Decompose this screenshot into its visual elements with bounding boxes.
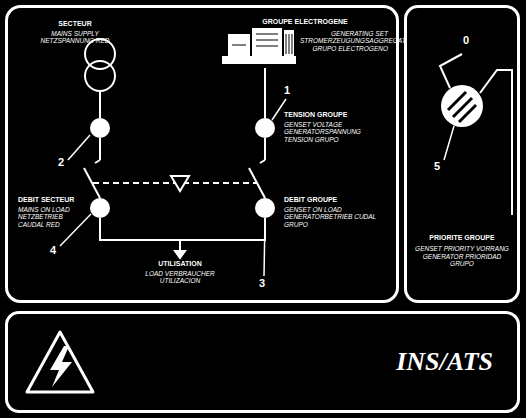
indicator-lamp [255,198,275,218]
priority-selector [440,54,512,215]
genset-wire [264,138,266,160]
generator-icon [222,28,296,64]
leader-line [60,214,91,246]
callout-number: 1 [284,84,296,97]
mains-wire [99,138,101,160]
selector-position-line [440,54,462,88]
switch-contact [260,160,265,163]
generator-base [222,56,296,64]
interlock-triangle [171,176,189,191]
selector-bracket [480,70,512,215]
text-holder: PRIORITE GROUPE GENSET PRIORITY VORRANG G… [411,234,513,267]
load-busbar [100,218,265,240]
generator-alternator [228,34,250,56]
heading-label: UTILISATION [135,260,225,268]
heading-label: DEBIT GROUPE [284,196,384,204]
warning-triangle [27,332,93,392]
transformer-coil [85,61,115,91]
callout-number: 5 [434,160,446,173]
sub-label: GENSET ON LOAD GENERATORBETRIEB CUDAL GR… [284,206,384,228]
mains-wire [99,91,101,118]
sub-label: LOAD VERBRAUCHER UTILIZACION [140,270,220,285]
leader-line [272,99,286,120]
heading-label: TENSION GROUPE [284,111,384,119]
indicator-lamp [90,118,110,138]
callout-number: 0 [463,34,475,47]
generator-engine [252,28,282,56]
genset-wire [264,68,266,118]
priority-panel: PRIORITE GROUPE GENSET PRIORITY VORRANG G… [404,5,520,303]
indicator-lamp [255,118,275,138]
title-panel: INS/ATS [5,311,520,413]
heading-label: PRIORITE GROUPE [411,234,513,242]
sub-label: GENSET VOLTAGE GENERATORSPANNUNG TENSION… [284,121,384,143]
callout-number: 2 [58,156,70,169]
callout-number: 4 [50,244,62,257]
leader-line [264,219,265,276]
lightning-bolt [50,346,72,387]
warning-symbol [27,332,93,392]
rotary-switch [441,85,483,127]
leader-line [444,126,454,160]
main-panel [7,7,398,302]
text-holder: INS/ATS [396,314,493,410]
single-line-diagram [60,39,286,276]
switch-contact [95,160,100,163]
heading-label: DEBIT SECTEUR [18,196,88,204]
sub-label: GENERATING SET STROMERZEUGUNGSAGGREGAT G… [300,30,388,52]
generator-radiator [284,30,294,56]
sub-label: GENSET PRIORITY VORRANG GENERATOR PRIORI… [411,245,513,267]
indicator-lamp [90,198,110,218]
load-arrowhead [175,251,185,258]
indicator-lamps [90,118,275,218]
model-title: INS/ATS [396,347,493,377]
callout-number: 3 [259,277,271,290]
heading-label: GROUPE ELECTROGENE [250,18,360,26]
sub-label: MAINS SUPPLY NETZSPANNUNG RED [40,30,110,45]
heading-label: SECTEUR [40,20,110,28]
sub-label: MAINS ON LOAD NETZBETRIEB CAUDAL RED [18,206,88,228]
leader-line [68,135,90,160]
